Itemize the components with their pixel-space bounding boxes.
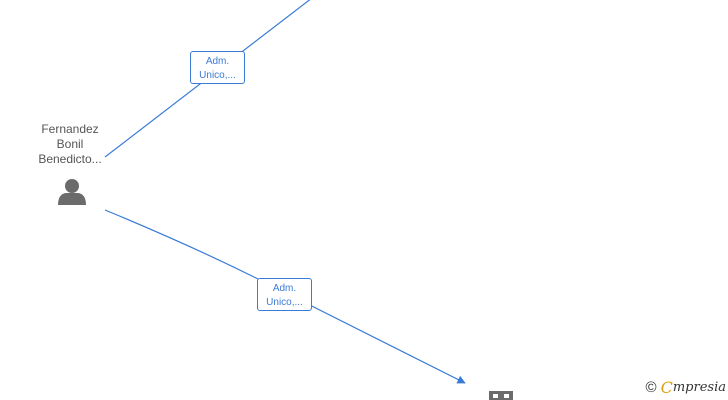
edge-line-bottom [104,209,466,384]
edge-label-bottom[interactable]: Adm. Unico,... [257,278,312,311]
edge-label-line: Adm. [272,283,297,294]
person-icon[interactable] [58,179,86,205]
building-icon[interactable] [489,391,513,400]
edge-label-line: Adm. [205,56,230,67]
brand-initial: C [660,378,673,397]
edge-label-line: Unico,... [199,70,236,81]
brand-name: mpresia [672,380,726,395]
empresia-watermark: © C mpresia [646,378,726,397]
edge-label-line: Unico,... [266,297,303,308]
person-name-line: Benedicto... [38,152,102,166]
person-name-line: Fernandez [41,122,99,136]
person-name-line: Bonil [56,137,84,151]
copyright-icon: © [645,379,657,396]
person-name-label[interactable]: Fernandez Bonil Benedicto... [22,122,118,167]
edge-label-top[interactable]: Adm. Unico,... [190,51,245,84]
